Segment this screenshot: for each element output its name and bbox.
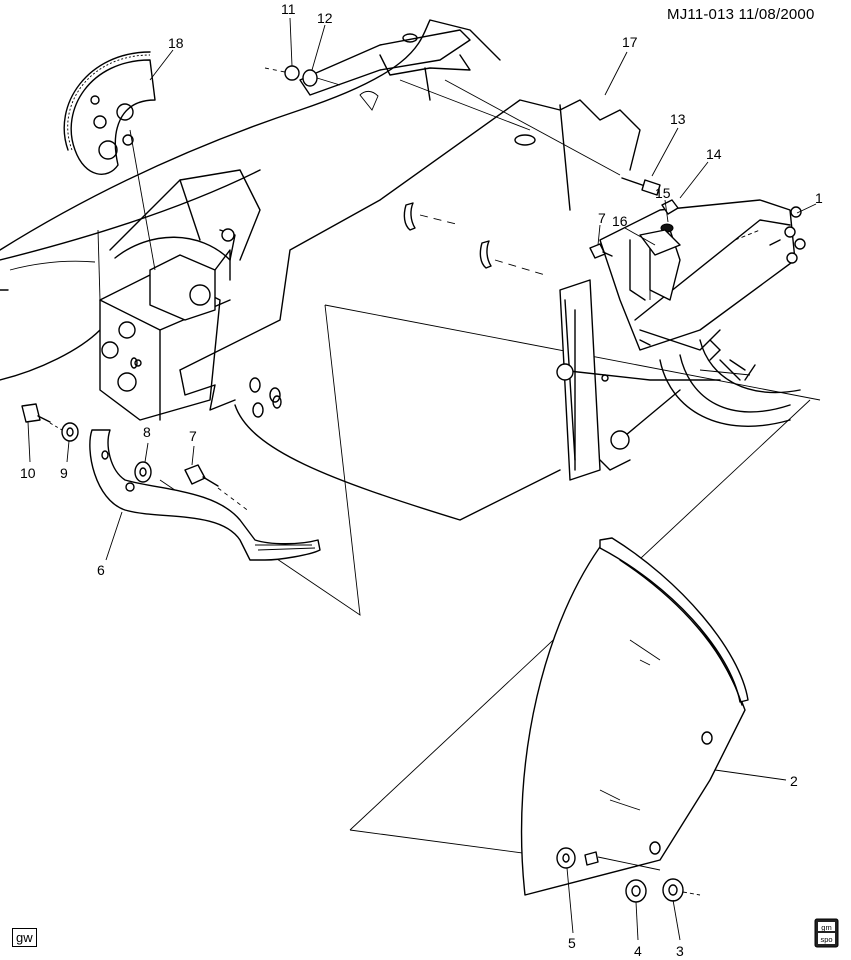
- regulator-arm-6: [89, 429, 321, 561]
- door-inner-panel: [130, 79, 641, 521]
- bolt-7-lower: [184, 464, 251, 513]
- sector-gear: [63, 51, 156, 175]
- window-regulator: [556, 199, 806, 481]
- bolt-7-upper: [589, 243, 613, 259]
- callout-8: 8: [143, 424, 151, 440]
- stud-10: [21, 403, 63, 431]
- document-id: MJ11-013 11/08/2000: [667, 6, 815, 23]
- callout-7-upper: 7: [598, 210, 606, 226]
- gm-spo-badge: gm spo: [814, 918, 839, 948]
- callout-6: 6: [97, 562, 105, 578]
- callout-13: 13: [670, 111, 686, 127]
- callout-labels: 1 2 3 4 5 6 7 7 8 9 10 11 12 13 14 15 16…: [20, 1, 823, 959]
- callout-7-lower: 7: [189, 428, 197, 444]
- callout-18: 18: [168, 35, 184, 51]
- callout-2: 2: [790, 773, 798, 789]
- fasteners-11-12: [264, 65, 341, 87]
- callout-1: 1: [815, 190, 823, 206]
- svg-text:spo: spo: [820, 935, 832, 944]
- upper-bracket: [299, 29, 471, 101]
- callout-16: 16: [612, 213, 628, 229]
- callout-9: 9: [60, 465, 68, 481]
- callout-11: 11: [281, 1, 296, 17]
- leader-lines: [27, 17, 817, 941]
- callout-5: 5: [568, 935, 576, 951]
- washer-9: [61, 422, 79, 442]
- fastener-8: [134, 461, 152, 483]
- window-motor-housing: [97, 129, 261, 421]
- washer-3: [662, 878, 701, 902]
- callout-3: 3: [676, 943, 684, 959]
- vehicle-body-outline: [0, 19, 501, 381]
- callout-14: 14: [706, 146, 722, 162]
- washer-4: [625, 879, 647, 903]
- window-glass: [520, 537, 749, 896]
- gw-tag: gw: [12, 928, 37, 947]
- callout-10: 10: [20, 465, 36, 481]
- bolt-13: [444, 79, 661, 196]
- callout-12: 12: [317, 10, 333, 26]
- callout-17: 17: [622, 34, 638, 50]
- svg-text:gm: gm: [821, 923, 831, 932]
- fastener-5: [556, 847, 661, 871]
- callout-4: 4: [634, 943, 642, 959]
- callout-15: 15: [655, 185, 671, 201]
